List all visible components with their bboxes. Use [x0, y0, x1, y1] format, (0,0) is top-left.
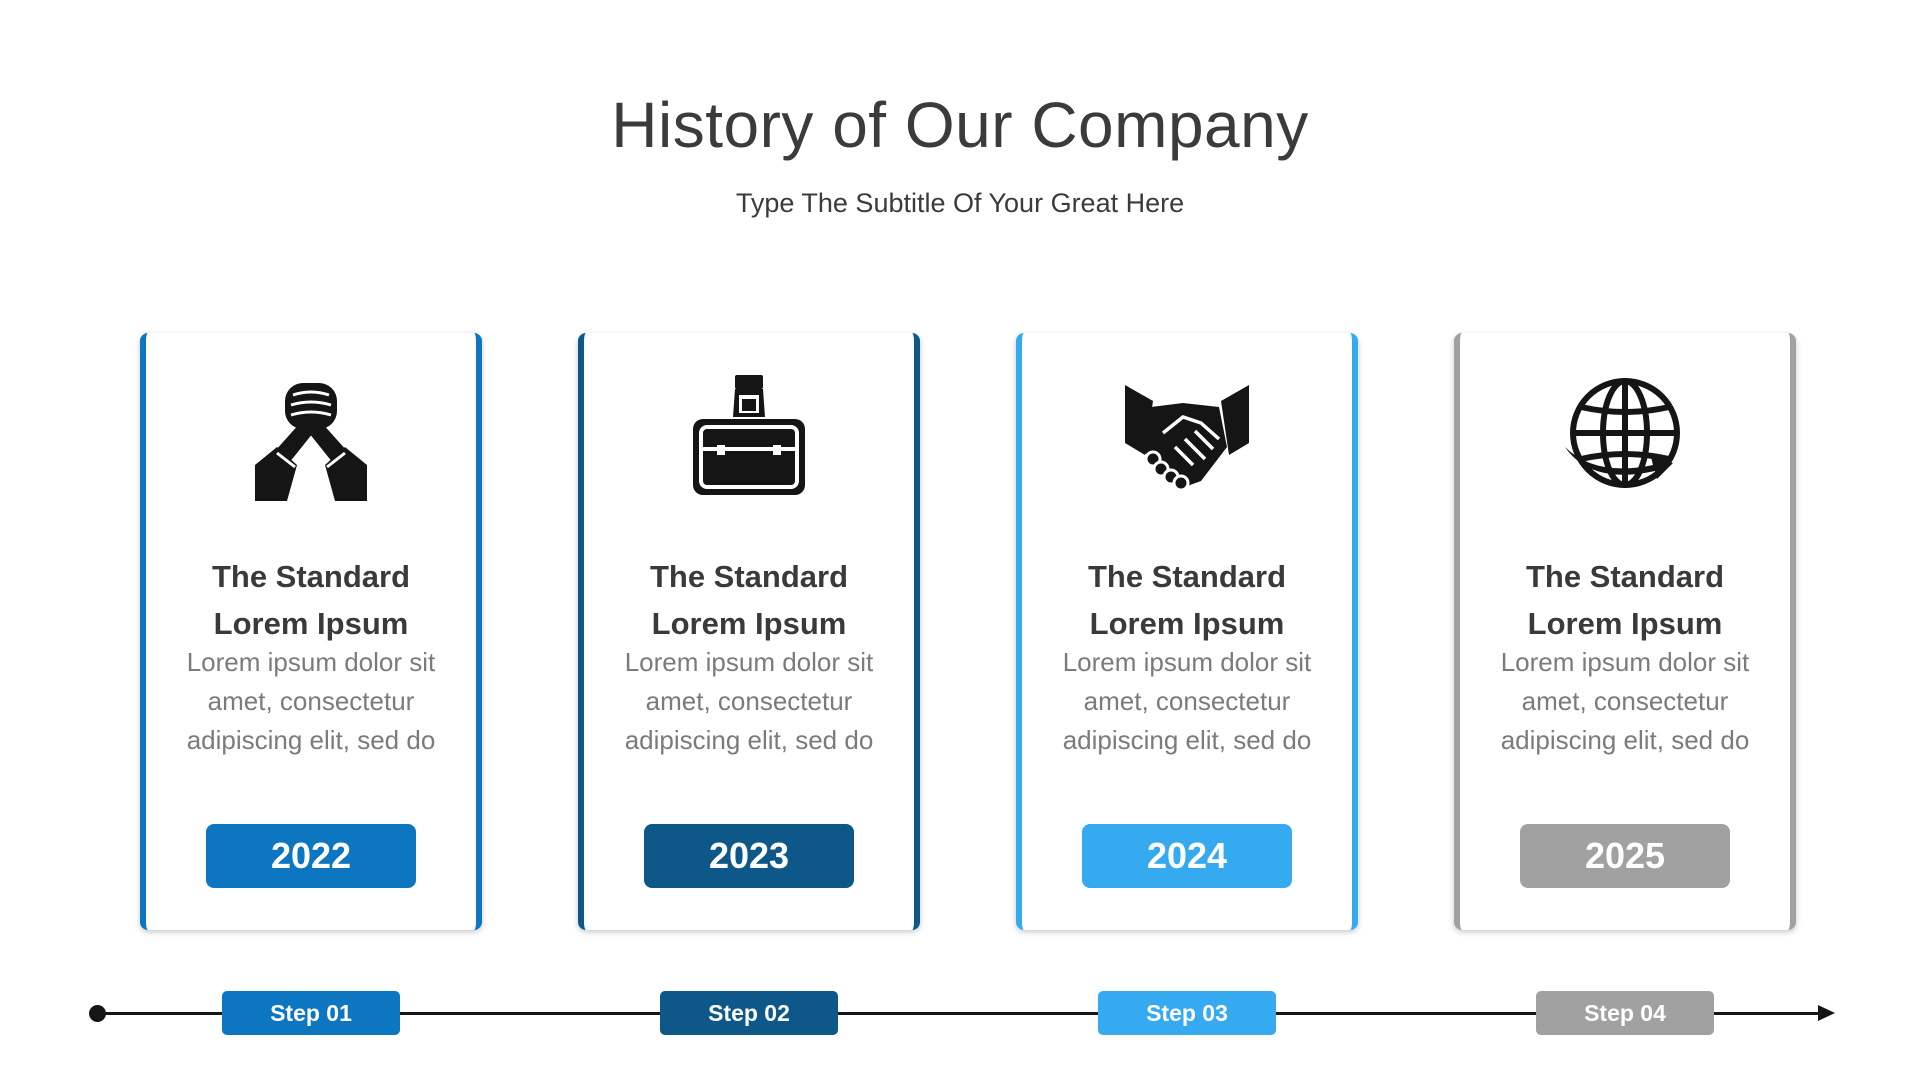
timeline-card: The Standard Lorem Ipsum Lorem ipsum dol…	[1016, 333, 1358, 930]
step-label: Step 01	[222, 991, 400, 1035]
step-label: Step 04	[1536, 991, 1714, 1035]
card-heading: The Standard Lorem Ipsum	[1087, 559, 1287, 641]
timeline-card: The Standard Lorem Ipsum Lorem ipsum dol…	[578, 333, 920, 930]
year-badge: 2022	[206, 824, 416, 888]
globe-arrow-icon	[1561, 373, 1689, 501]
timeline-card: The Standard Lorem Ipsum Lorem ipsum dol…	[140, 333, 482, 930]
page-title: History of Our Company	[611, 89, 1309, 161]
card-heading: The Standard Lorem Ipsum	[649, 559, 849, 641]
year-badge: 2025	[1520, 824, 1730, 888]
year-badge: 2024	[1082, 824, 1292, 888]
card-heading: The Standard Lorem Ipsum	[1525, 559, 1725, 641]
card-body: Lorem ipsum dolor sit amet, consectetur …	[1500, 647, 1750, 755]
handshake-icon	[1123, 373, 1251, 501]
card-body: Lorem ipsum dolor sit amet, consectetur …	[624, 647, 874, 755]
card-heading: The Standard Lorem Ipsum	[211, 559, 411, 641]
briefcase-icon	[685, 373, 813, 501]
page-subtitle: Type The Subtitle Of Your Great Here	[735, 188, 1185, 218]
step-label: Step 02	[660, 991, 838, 1035]
handshake-arm-wrestle-icon	[247, 373, 375, 501]
timeline-card: The Standard Lorem Ipsum Lorem ipsum dol…	[1454, 333, 1796, 930]
timeline-arrow-icon	[1818, 1005, 1835, 1021]
year-badge: 2023	[644, 824, 854, 888]
timeline-line	[95, 1012, 1830, 1015]
timeline-start-dot	[89, 1005, 106, 1022]
card-body: Lorem ipsum dolor sit amet, consectetur …	[186, 647, 436, 755]
card-body: Lorem ipsum dolor sit amet, consectetur …	[1062, 647, 1312, 755]
step-label: Step 03	[1098, 991, 1276, 1035]
